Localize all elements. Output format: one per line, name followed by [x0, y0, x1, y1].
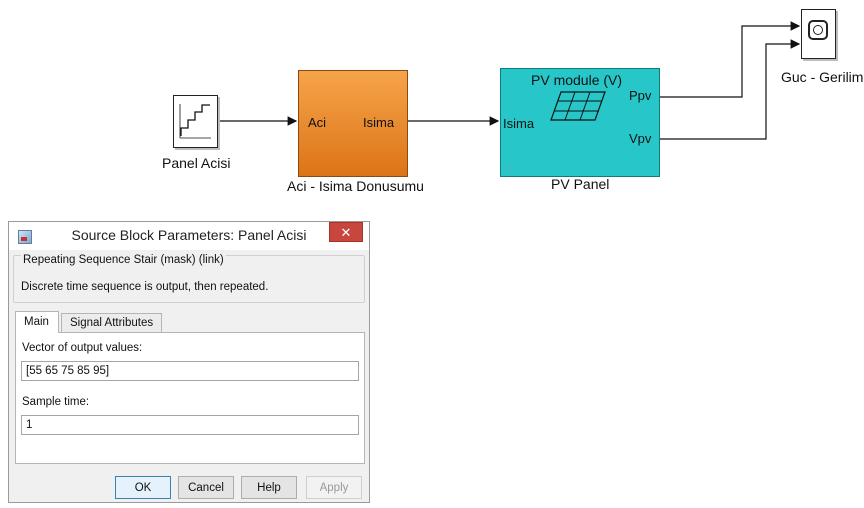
- main-tab-panel: Vector of output values: Sample time:: [15, 332, 365, 464]
- dialog-titlebar[interactable]: Source Block Parameters: Panel Acisi ✕: [9, 222, 369, 250]
- pv-module-title: PV module (V): [531, 72, 623, 88]
- ok-button[interactable]: OK: [115, 476, 171, 499]
- signal-line-voltage[interactable]: [659, 39, 801, 140]
- solar-panel-icon: [550, 91, 606, 121]
- sample-time-input[interactable]: [21, 415, 359, 435]
- block-parameters-dialog: Source Block Parameters: Panel Acisi ✕ R…: [8, 221, 370, 503]
- output-values-label: Vector of output values:: [22, 342, 143, 354]
- scope-icon: [808, 20, 828, 40]
- help-button[interactable]: Help: [241, 476, 297, 499]
- close-button[interactable]: ✕: [329, 222, 363, 242]
- sample-time-label: Sample time:: [22, 396, 90, 408]
- cancel-button[interactable]: Cancel: [178, 476, 234, 499]
- simulink-diagram: Panel Acisi Aci Isima Aci - Isima Donusu…: [0, 0, 864, 200]
- pv-panel-block[interactable]: PV module (V) Isima Ppv Vpv ⇩: [500, 68, 660, 177]
- vpv-output-port: Vpv: [629, 131, 652, 146]
- aci-input-port: Aci: [308, 115, 327, 130]
- aci-isima-label: Aci - Isima Donusumu: [287, 178, 424, 194]
- apply-button[interactable]: Apply: [306, 476, 362, 499]
- pv-panel-label: PV Panel: [551, 176, 610, 192]
- aci-isima-block[interactable]: Aci Isima: [298, 70, 408, 177]
- signal-line-power[interactable]: [659, 21, 801, 98]
- scope-block[interactable]: [801, 9, 836, 59]
- panel-acisi-block[interactable]: [173, 95, 218, 148]
- dialog-title: Source Block Parameters: Panel Acisi: [71, 227, 307, 243]
- panel-acisi-label: Panel Acisi: [162, 155, 231, 171]
- tab-main[interactable]: Main: [15, 311, 59, 333]
- link-arrow-icon: ⇩: [505, 162, 514, 173]
- stair-icon: [179, 104, 211, 139]
- output-values-input[interactable]: [21, 361, 359, 381]
- signal-lines: [218, 21, 801, 140]
- mask-description: Discrete time sequence is output, then r…: [21, 281, 269, 293]
- mask-description-group: Repeating Sequence Stair (mask) (link) D…: [13, 254, 365, 303]
- ppv-output-port: Ppv: [629, 88, 652, 103]
- isima-input-port: Isima: [503, 116, 535, 131]
- scope-label: Guc - Gerilim: [781, 69, 864, 85]
- tab-signal-attributes[interactable]: Signal Attributes: [61, 313, 163, 332]
- isima-output-port: Isima: [363, 115, 395, 130]
- simulink-app-icon: [18, 230, 32, 244]
- mask-type: Repeating Sequence Stair (mask) (link): [21, 254, 226, 266]
